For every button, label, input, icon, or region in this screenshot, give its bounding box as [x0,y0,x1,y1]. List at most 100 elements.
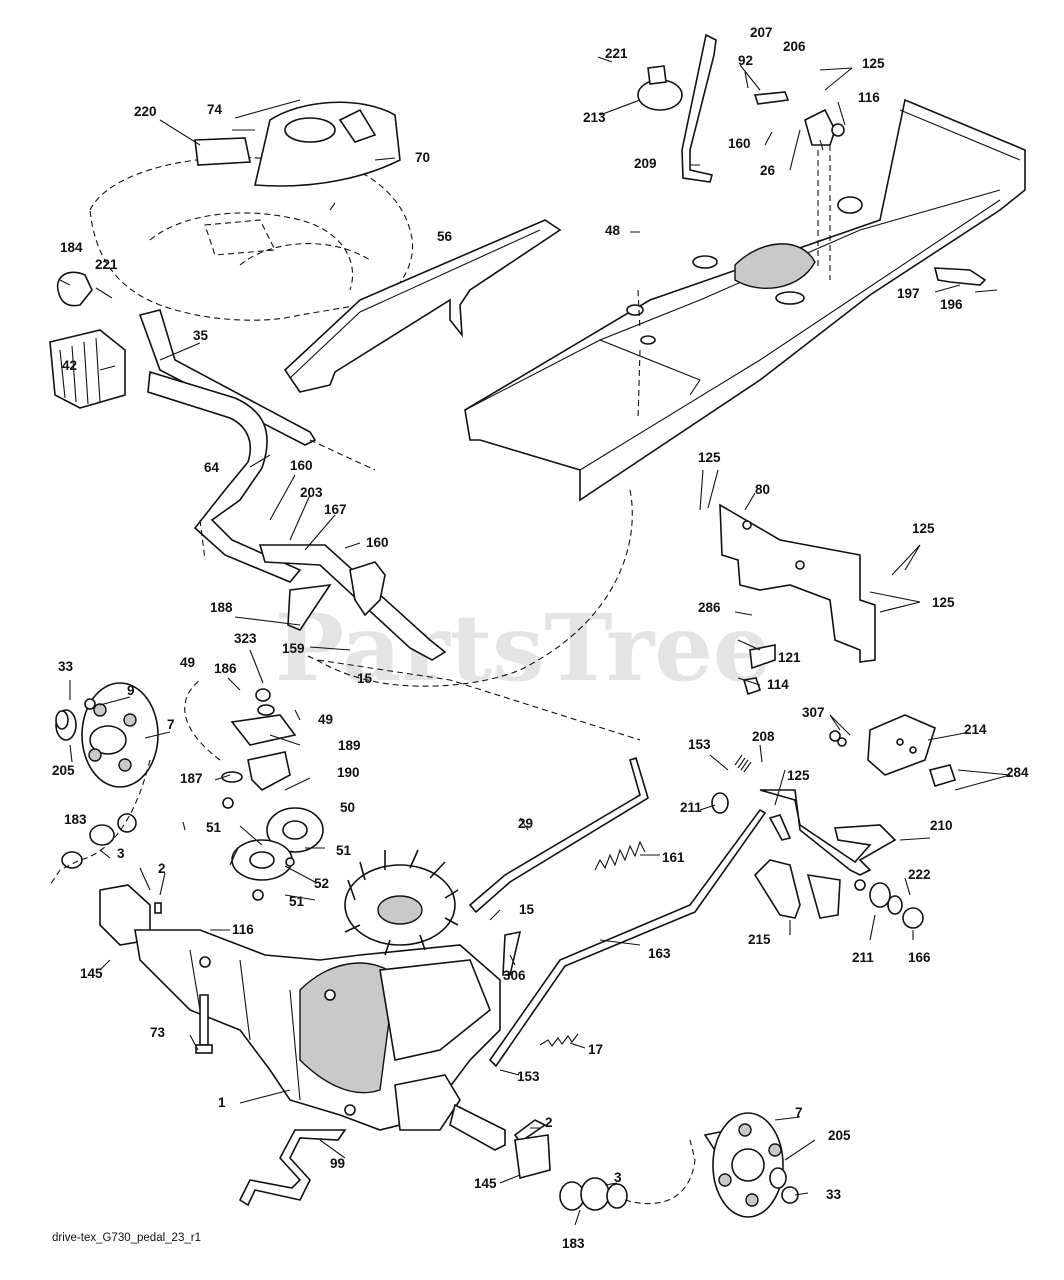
callout: 161 [662,850,685,865]
bracket-197 [933,267,987,286]
callout: 125 [932,595,955,610]
pedal-pad-215 [753,859,801,919]
callout: 284 [1006,765,1029,780]
callout: 167 [324,502,347,517]
callout: 70 [415,150,430,165]
callout: 189 [338,738,361,753]
callout: 33 [826,1187,842,1202]
spring-161 [594,840,646,871]
callout: 116 [858,90,880,105]
wheel-hub-right [703,1112,784,1218]
callout: 220 [134,104,157,119]
callout: 48 [605,223,621,238]
callout: 15 [357,671,373,686]
callout: 3 [614,1170,622,1185]
callout: 49 [318,712,333,727]
callout: 221 [95,257,118,272]
drive-belt [283,219,562,393]
callout: 7 [795,1105,803,1120]
callout: 92 [738,53,753,68]
knob [56,271,93,307]
steering-grip [49,329,126,409]
callout: 51 [336,843,352,858]
callout: 51 [289,894,305,909]
footer-caption: drive-tex_G730_pedal_23_r1 [52,1232,201,1244]
callout: 211 [852,950,874,965]
callout: 166 [908,950,931,965]
callout: 206 [783,39,806,54]
callout: 2 [158,861,166,876]
callout-labels: 221 207 92 125 213 206 116 160 26 209 22… [52,25,1029,1251]
callout: 197 [897,286,920,301]
callout: 159 [282,641,305,656]
callout: 186 [214,661,237,676]
cap [637,79,683,111]
callout: 50 [340,800,355,815]
callout: 42 [62,358,77,373]
idler-plate [230,714,297,746]
callout: 184 [60,240,83,255]
callout: 145 [80,966,103,981]
callout: 205 [828,1128,851,1143]
callout: 29 [518,816,533,831]
callout: 125 [912,521,935,536]
callout: 222 [908,867,931,882]
bolt-73 [199,994,209,1046]
callout: 7 [167,717,175,732]
callout: 323 [234,631,257,646]
callout: 99 [330,1156,345,1171]
rod-163 [488,808,767,1068]
transaxle [134,929,506,1151]
bracket-206 [804,108,836,146]
callout: 116 [232,922,254,937]
callout: 306 [503,968,526,983]
callout: 145 [474,1176,497,1191]
callout: 125 [787,768,810,783]
callout: 163 [648,946,671,961]
leader-lines [59,56,1011,1226]
callout: 205 [52,763,75,778]
callout: 214 [964,722,987,737]
wheel-hub-left [81,682,159,788]
callout: 74 [207,102,223,117]
lever [147,370,302,583]
bypass-rod [238,1129,347,1207]
callout: 209 [634,156,657,171]
callout: 203 [300,485,323,500]
callout: 196 [940,297,963,312]
decal [194,137,251,166]
callout: 153 [517,1069,540,1084]
callout: 52 [314,876,329,891]
callout: 160 [728,136,751,151]
callout: 188 [210,600,233,615]
callout: 56 [437,229,453,244]
axle-block-right [514,1134,551,1180]
callout: 49 [180,655,195,670]
callout: 64 [204,460,220,475]
callout: 51 [206,820,222,835]
rod-29 [468,756,649,914]
callout: 160 [366,535,389,550]
callout: 160 [290,458,313,473]
fender-outline [89,156,414,321]
callout: 3 [117,846,125,861]
pedal-arm [759,789,897,876]
callout: 221 [605,46,628,61]
cooling-fan [344,849,459,956]
callout: 153 [688,737,711,752]
callout: 125 [862,56,885,71]
frame [464,98,1026,502]
callout: 2 [545,1115,553,1130]
callout: 80 [755,482,770,497]
callout: 211 [680,800,702,815]
callout: 208 [752,729,775,744]
callout: 125 [698,450,721,465]
callout: 207 [750,25,773,40]
callout: 33 [58,659,74,674]
callout: 183 [64,812,87,827]
callout: 15 [519,902,535,917]
callout: 215 [748,932,771,947]
callout: 1 [218,1095,226,1110]
watermark: PartsTree [275,594,771,702]
